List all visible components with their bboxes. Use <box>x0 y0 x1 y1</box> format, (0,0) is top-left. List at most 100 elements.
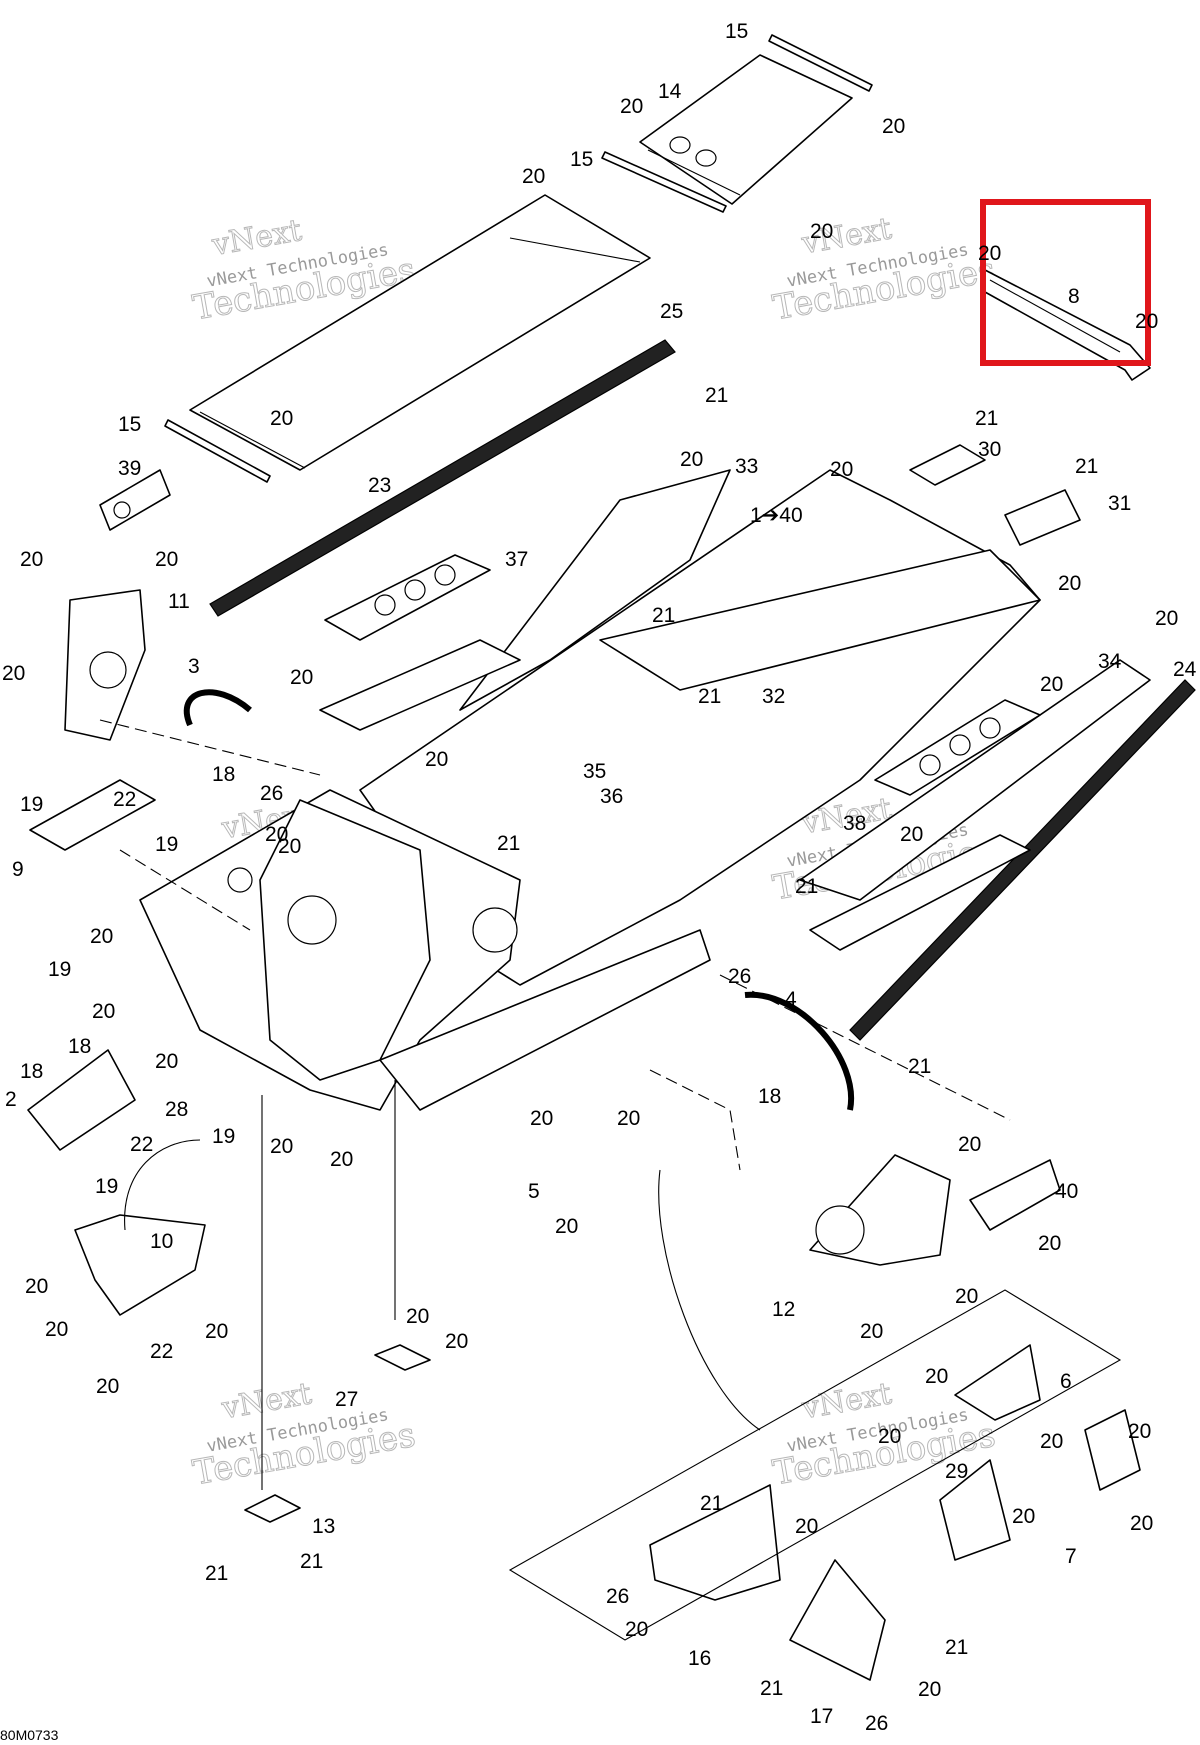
detail-box-outline <box>508 1289 1122 1641</box>
bracket-12-hole <box>815 1205 865 1255</box>
bracket-8-edge <box>989 279 1121 353</box>
callout-c18c: 18 <box>68 1035 91 1058</box>
rail-24 <box>849 679 1196 1041</box>
callout-c21a: 21 <box>705 384 728 407</box>
panel-14-knob-2 <box>695 149 717 167</box>
callout-c2: 2 <box>5 1088 17 1111</box>
callout-c27: 27 <box>335 1388 358 1411</box>
watermark-bottom-right-1: vNext <box>799 1376 895 1426</box>
callout-c22a: 22 <box>113 788 136 811</box>
callout-c6: 6 <box>1060 1370 1072 1393</box>
figure-code: 80M0733 <box>0 1727 59 1743</box>
callout-c20p: 20 <box>1040 673 1063 696</box>
callout-c1to40: 1➔40 <box>750 504 803 527</box>
callout-c20ae: 20 <box>25 1275 48 1298</box>
callout-c15a: 15 <box>725 20 748 43</box>
callout-c19e: 19 <box>95 1175 118 1198</box>
running-board-floor <box>379 929 711 1111</box>
tunnel-small-hole <box>227 867 253 893</box>
callout-c16: 16 <box>688 1647 711 1670</box>
plate-38-hole-1 <box>919 754 941 776</box>
callout-c36: 36 <box>600 785 623 808</box>
callout-c21g: 21 <box>795 875 818 898</box>
callout-c20as: 20 <box>625 1618 648 1641</box>
panel-14-knob-1 <box>669 136 691 154</box>
dash-line-4 <box>649 1069 741 1171</box>
footrest-plate-left <box>319 639 521 731</box>
dash-line-1 <box>99 719 321 776</box>
bracket-40 <box>969 1159 1061 1231</box>
callout-c12: 12 <box>772 1298 795 1321</box>
arrow-line-3 <box>124 1139 201 1231</box>
callout-c19d: 19 <box>212 1125 235 1148</box>
rail-23 <box>209 339 676 617</box>
bracket-13 <box>244 1494 301 1523</box>
callout-c33: 33 <box>735 455 758 478</box>
panel-25 <box>189 194 651 471</box>
callout-c21f: 21 <box>497 832 520 855</box>
callout-c20ad: 20 <box>1038 1232 1061 1255</box>
callout-c20af: 20 <box>955 1285 978 1308</box>
callout-c20h: 20 <box>680 448 703 471</box>
callout-c20u: 20 <box>90 925 113 948</box>
grab-handle-4 <box>744 991 855 1111</box>
callout-c20ao: 20 <box>1128 1420 1151 1443</box>
arrow-line-4 <box>658 1169 761 1431</box>
callout-c18d: 18 <box>20 1060 43 1083</box>
callout-c20w: 20 <box>155 1050 178 1073</box>
callout-c20m: 20 <box>1155 607 1178 630</box>
callout-c20q: 20 <box>425 748 448 771</box>
callout-c5: 5 <box>528 1180 540 1203</box>
callout-c20e: 20 <box>978 242 1001 265</box>
callout-c32: 32 <box>762 685 785 708</box>
plate-37 <box>324 554 491 641</box>
callout-c11: 11 <box>168 590 190 613</box>
watermark-bottom-left-1: vNext <box>219 1376 315 1426</box>
plate-37-hole-3 <box>434 564 456 586</box>
callout-c20ag: 20 <box>45 1318 68 1341</box>
callout-c19c: 19 <box>48 958 71 981</box>
callout-c20ab: 20 <box>958 1133 981 1156</box>
callout-c38: 38 <box>843 812 866 835</box>
callout-c26a: 26 <box>260 782 283 805</box>
callout-c15c: 15 <box>118 413 141 436</box>
panel-14 <box>639 54 853 205</box>
callout-c35: 35 <box>583 760 606 783</box>
top-rails-and-panels <box>164 34 1151 483</box>
bracket-27 <box>374 1344 431 1371</box>
callout-c21m: 21 <box>760 1677 783 1700</box>
bracket-7 <box>1084 1409 1141 1491</box>
callout-c20ai: 20 <box>860 1320 883 1343</box>
callout-c20r: 20 <box>265 823 288 846</box>
callout-c20g: 20 <box>270 407 293 430</box>
tunnel-drive-hole <box>287 895 337 945</box>
callout-c26d: 26 <box>865 1712 888 1735</box>
callout-c20j: 20 <box>20 548 43 571</box>
callout-c30: 30 <box>978 438 1001 461</box>
grab-handle-3 <box>183 689 252 727</box>
callout-c15b: 15 <box>570 148 593 171</box>
callout-c20am: 20 <box>925 1365 948 1388</box>
callout-c20aj: 20 <box>96 1375 119 1398</box>
callout-c21h: 21 <box>908 1055 931 1078</box>
dash-line-3 <box>719 974 1011 1121</box>
callout-c20z: 20 <box>530 1107 553 1130</box>
plate-38-hole-3 <box>979 717 1001 739</box>
callout-c4: 4 <box>785 988 797 1011</box>
callout-c20t: 20 <box>278 835 301 858</box>
callout-c25: 25 <box>660 300 683 323</box>
panel-14-edge <box>647 149 741 196</box>
assembly-lines <box>99 719 1011 1490</box>
callout-c39: 39 <box>118 457 141 480</box>
callout-c8: 8 <box>1068 285 1080 308</box>
plate-38-hole-2 <box>949 734 971 756</box>
footrest-plate-right <box>809 834 1031 951</box>
panel-25-edge <box>199 411 306 469</box>
callout-c37: 37 <box>505 548 528 571</box>
callout-c20l: 20 <box>1058 572 1081 595</box>
main-tunnel <box>139 469 1041 1111</box>
callout-c20k: 20 <box>155 548 178 571</box>
callout-c20aq: 20 <box>795 1515 818 1538</box>
